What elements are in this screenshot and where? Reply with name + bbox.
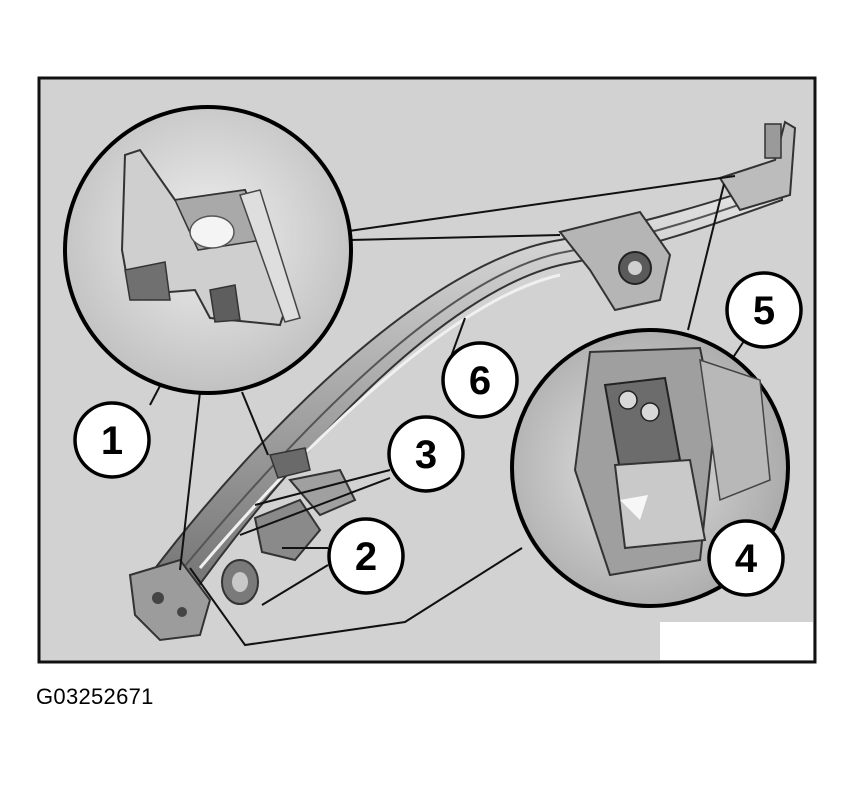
figure-id: G03252671 xyxy=(36,684,154,709)
callout-6: 6 xyxy=(441,341,519,419)
callout-2-label: 2 xyxy=(355,535,377,579)
callout-1: 1 xyxy=(73,401,151,479)
callout-5: 5 xyxy=(725,271,803,349)
callout-5-label: 5 xyxy=(753,289,775,333)
callout-2: 2 xyxy=(327,517,405,595)
window-rail-assembly xyxy=(128,120,797,642)
callout-3: 3 xyxy=(387,415,465,493)
callout-1-label: 1 xyxy=(101,419,123,463)
callout-6-label: 6 xyxy=(469,359,491,403)
callout-4: 4 xyxy=(707,519,785,597)
zoom-inset-clip-nut xyxy=(63,105,353,395)
panel-corner-blank xyxy=(660,622,813,660)
callout-4-label: 4 xyxy=(735,537,758,581)
callout-3-label: 3 xyxy=(415,433,437,477)
